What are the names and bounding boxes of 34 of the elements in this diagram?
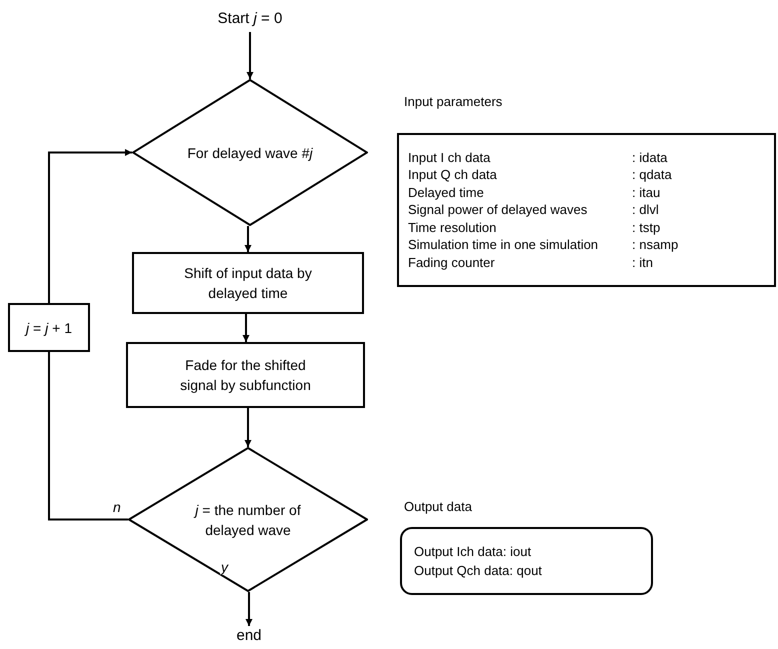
connector-arrow [244, 408, 252, 447]
connector-arrow [242, 314, 250, 342]
connector-arrow [246, 592, 252, 626]
parameter-name: : idata [632, 148, 668, 166]
parameter-name: : nsamp [632, 236, 680, 254]
parameter-label: Time resolution [408, 218, 498, 236]
parameter-name: : tstp [632, 218, 662, 236]
panel-heading: Input parameters [404, 93, 502, 111]
connector-arrow [246, 32, 254, 79]
parameter-label: Input I ch data [408, 148, 492, 166]
process-box [132, 252, 364, 314]
connector-arrow [244, 226, 252, 252]
parameter-label: Signal power of delayed waves [408, 201, 588, 218]
parameter-name: : itn [632, 254, 654, 271]
terminal-label: Start j = 0 [218, 8, 282, 29]
terminal-label: end [236, 626, 262, 646]
parameter-label: Delayed time [408, 184, 485, 201]
process-box [8, 303, 90, 352]
parameter-label: Simulation time in one simulation [408, 236, 600, 254]
output-line: Output Ich data: iout [414, 542, 532, 561]
process-box [126, 342, 365, 408]
decision-text: For delayed wave #j [187, 144, 313, 162]
connector-arrow [48, 149, 132, 303]
parameter-name: : dlvl [632, 201, 660, 218]
output-line: Output Qch data: qout [414, 562, 543, 580]
parameter-label: Fading counter [408, 254, 496, 271]
parameter-label: Input Q ch data [408, 166, 498, 184]
panel-heading: Output data [404, 498, 472, 516]
process-text: Fade for the shifted signal by subfunction [179, 356, 312, 395]
parameter-name: : qdata [632, 166, 673, 184]
decision-text: j = the number of delayed wave [192, 500, 302, 540]
parameter-name: : itau [632, 184, 662, 201]
process-text: Shift of input data by delayed time [183, 264, 313, 303]
process-text: j = j + 1 [26, 318, 72, 338]
